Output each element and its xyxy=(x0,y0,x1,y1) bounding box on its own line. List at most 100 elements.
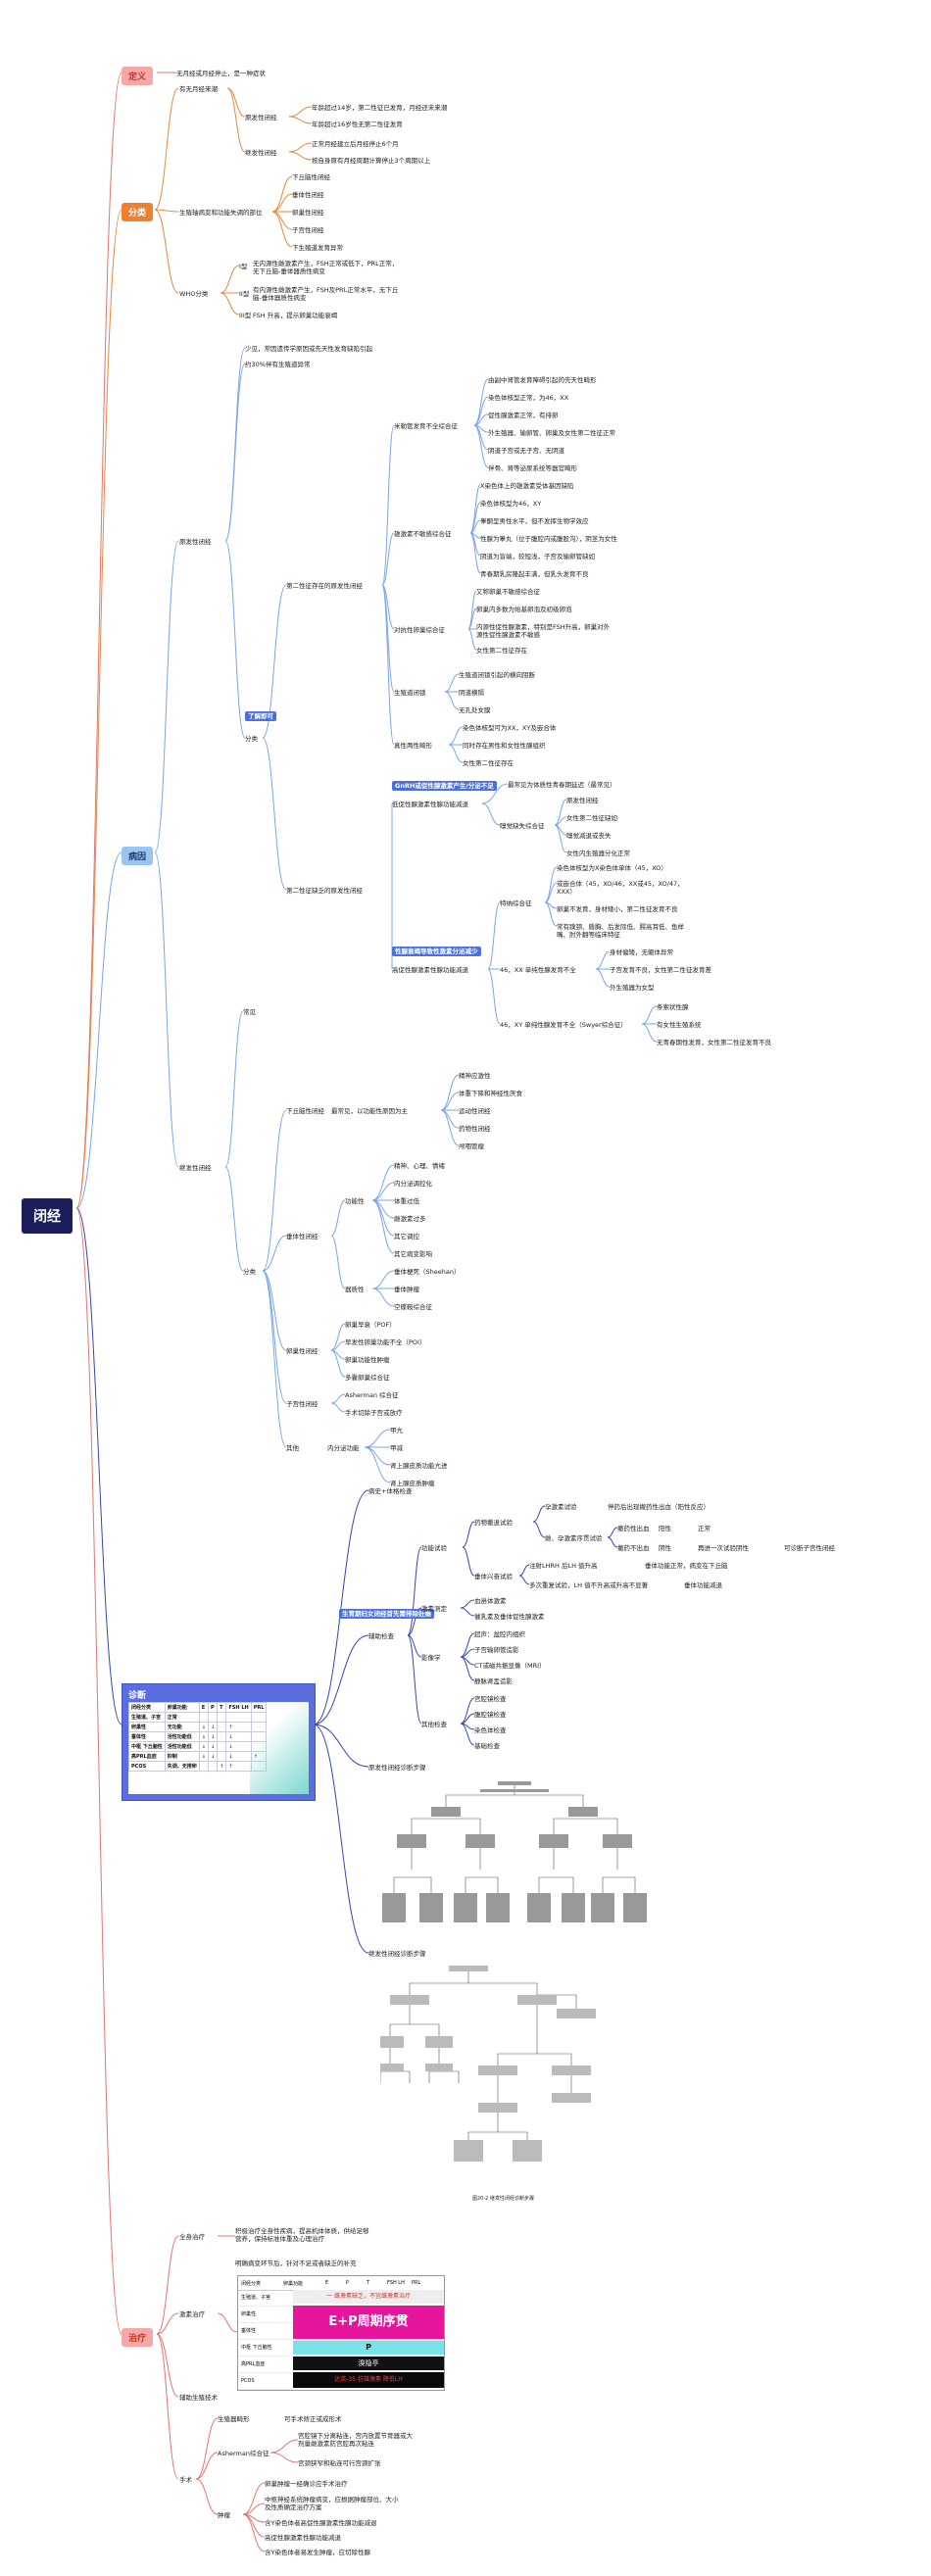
tx-table-row-label: 垂体性 xyxy=(238,2323,293,2340)
flow-caption: 图20-2 继发性闭经诊断步骤 xyxy=(472,2196,534,2202)
dx-table-header-cell: E xyxy=(198,1702,209,1713)
sec-other-sub[interactable]: 内分泌功能 xyxy=(327,1444,360,1452)
dx-pit-label[interactable]: 垂体兴奋试验 xyxy=(474,1573,513,1580)
connector xyxy=(220,292,240,316)
cls-history-label[interactable]: 有无月经来潮 xyxy=(179,85,218,93)
connector xyxy=(75,1207,122,1725)
eti-primary-fenlei[interactable]: 分类 xyxy=(245,735,258,743)
eti-secondary-note: 常见 xyxy=(243,1008,256,1016)
tx-ivf-label[interactable]: 辅助生殖技术 xyxy=(179,2394,218,2402)
cls-site-label[interactable]: 生殖轴病变和功能失调的部位 xyxy=(179,209,263,217)
cls-secondary-label[interactable]: 继发性闭经 xyxy=(245,149,277,157)
tx-table-row-label: 高PRL血症 xyxy=(238,2357,293,2373)
mrkh-label[interactable]: 米勒管发育不全综合征 xyxy=(394,422,458,430)
connector xyxy=(460,1656,475,1681)
cls-who-type[interactable]: II型 xyxy=(239,290,250,298)
dx-imaging-label[interactable]: 影像学 xyxy=(421,1654,441,1662)
eti-secondary-label[interactable]: 继发性闭经 xyxy=(179,1164,212,1172)
dx-other-label[interactable]: 其他检查 xyxy=(421,1721,447,1728)
cls-who-type[interactable]: III型 xyxy=(239,312,252,319)
ovarian-label[interactable]: 卵巢性闭经 xyxy=(286,1347,318,1355)
connector xyxy=(75,72,122,1209)
dx-hormone-label[interactable]: 激素测定 xyxy=(421,1605,447,1613)
treatment-tag[interactable]: 治疗 xyxy=(122,2328,154,2347)
dx-table-cell: 活性功能低 xyxy=(164,1741,200,1752)
connector xyxy=(487,901,501,970)
ovary-insens-label[interactable]: 对抗性卵巢综合征 xyxy=(394,626,445,634)
eti-primary-label[interactable]: 原发性闭经 xyxy=(179,538,212,546)
dx-flow2-title[interactable]: 继发性闭经诊断步骤 xyxy=(368,1950,426,1958)
hyper-label[interactable]: 高促性腺激素性腺功能减退 xyxy=(392,966,468,974)
dx-table-header-cell: 闭经分类 xyxy=(128,1702,166,1713)
hypothal-summary: 最常见，以功能性原因为主 xyxy=(331,1107,408,1115)
pit-organic-item: 垂体肿瘤 xyxy=(394,1286,419,1293)
dx-history[interactable]: 病史+体格检查 xyxy=(368,1487,413,1495)
pit-functional-label[interactable]: 功能性 xyxy=(345,1197,365,1205)
dx-ep-yes: 阳性 xyxy=(659,1525,671,1532)
tx-surgery-label[interactable]: 手术 xyxy=(179,2476,192,2484)
dx-table-cell: ↓ xyxy=(225,1751,252,1762)
connector xyxy=(224,1166,244,1272)
eti-secondary-fenlei[interactable]: 分类 xyxy=(243,1268,256,1276)
tx-asherman-label[interactable]: Asherman综合征 xyxy=(218,2450,270,2457)
cls-primary-label[interactable]: 原发性闭经 xyxy=(245,114,277,122)
sec-other-item: 肾上腺皮质肿瘤 xyxy=(390,1480,435,1487)
turner-label[interactable]: 特纳综合征 xyxy=(500,899,532,907)
dx-flow1-title[interactable]: 原发性闭经诊断步骤 xyxy=(368,1764,426,1772)
tract-label[interactable]: 生殖道闭锁 xyxy=(394,689,426,697)
root-node[interactable]: 闭经 xyxy=(22,1198,73,1234)
with-sex-label[interactable]: 第二性征存在的原发性闭经 xyxy=(286,582,363,590)
connector xyxy=(271,175,293,213)
connector xyxy=(460,1723,475,1746)
connector xyxy=(460,1632,475,1658)
eti-primary-note: 约30%伴有生殖道异常 xyxy=(245,361,311,368)
connector xyxy=(460,1599,475,1609)
xy-pure-label[interactable]: 46，XY 单纯性腺发育不全（Swyer综合征） xyxy=(500,1021,627,1029)
uterine-label[interactable]: 子宫性闭经 xyxy=(286,1400,318,1408)
tx-banner-bromo: 溴隐亭 xyxy=(293,2357,444,2370)
dx-ep-no: 阴性 xyxy=(659,1544,671,1552)
dx-drug-label[interactable]: 药物撤退试验 xyxy=(474,1519,513,1527)
kallmann-label[interactable]: 嗅觉缺失综合征 xyxy=(500,822,545,830)
dx-progest-label[interactable]: 孕激素试验 xyxy=(545,1503,577,1511)
mrkh-item: 伴骨、肾等泌尿系统等器官畸形 xyxy=(488,464,577,472)
connector xyxy=(381,584,395,630)
etiology-tag[interactable]: 病因 xyxy=(122,847,154,865)
ais-label[interactable]: 雄激素不敏感综合征 xyxy=(394,530,452,538)
herm-item: 染色体核型可为XX，XY及嵌合体 xyxy=(463,724,557,732)
connector xyxy=(156,2333,179,2398)
connector xyxy=(75,209,122,1209)
tx-banner-ep: E+P周期序贯 xyxy=(293,2306,444,2339)
without-sex-label[interactable]: 第二性征缺乏的原发性闭经 xyxy=(286,887,363,895)
dx-func-label[interactable]: 功能试验 xyxy=(421,1544,447,1552)
connector xyxy=(288,116,313,124)
connector xyxy=(364,1429,391,1448)
hypothal-label[interactable]: 下丘脑性闭经 xyxy=(286,1107,324,1115)
connector xyxy=(242,2513,266,2552)
uterine-item: Asherman 综合征 xyxy=(345,1391,399,1399)
herm-label[interactable]: 真性两性畸形 xyxy=(394,742,432,750)
cls-who-text: FSH 升高，提示卵巢功能衰竭 xyxy=(253,312,338,319)
ovarian-item: 多囊卵巢综合征 xyxy=(345,1374,390,1382)
xx-pure-label[interactable]: 46，XX 单纯性腺发育不全 xyxy=(500,966,576,974)
mrkh-item: 由副中肾管发育障碍引起的先天性畸形 xyxy=(488,376,597,384)
pit-organic-label[interactable]: 器质性 xyxy=(345,1286,365,1293)
pituitary-label[interactable]: 垂体性闭经 xyxy=(286,1233,318,1240)
sec-other-label[interactable]: 其他 xyxy=(286,1444,299,1452)
tx-tract-label[interactable]: 生殖器畸形 xyxy=(218,2415,250,2423)
dx-table-header-cell: 卵巢功能 xyxy=(164,1702,200,1713)
diagnosis-tag[interactable]: 诊断 xyxy=(128,1691,147,1701)
xx-pure-item: 外生殖器为女型 xyxy=(610,984,655,992)
tx-asherman-item: 宫腔镜下分离粘连，宫内放置节育器或大剂量雌激素防宫腔再次粘连 xyxy=(298,2432,413,2448)
cls-who-type[interactable]: I型 xyxy=(239,263,248,270)
tx-tumor-label[interactable]: 肿瘤 xyxy=(218,2511,230,2519)
tx-hormone-label[interactable]: 激素治疗 xyxy=(179,2310,205,2318)
cls-who-label[interactable]: WHO分类 xyxy=(179,290,209,298)
definition-tag[interactable]: 定义 xyxy=(122,67,154,85)
hypo-label[interactable]: 低促性腺激素性腺功能减退 xyxy=(392,801,468,808)
pit-functional-item: 精神、心理、情绪 xyxy=(394,1162,445,1170)
classification-tag[interactable]: 分类 xyxy=(122,203,154,221)
tx-general-label[interactable]: 全身治疗 xyxy=(179,2233,205,2241)
dx-ep-label[interactable]: 雌、孕激素序贯试验 xyxy=(545,1534,603,1542)
dx-aux-label[interactable]: 辅助检查 xyxy=(368,1632,394,1640)
